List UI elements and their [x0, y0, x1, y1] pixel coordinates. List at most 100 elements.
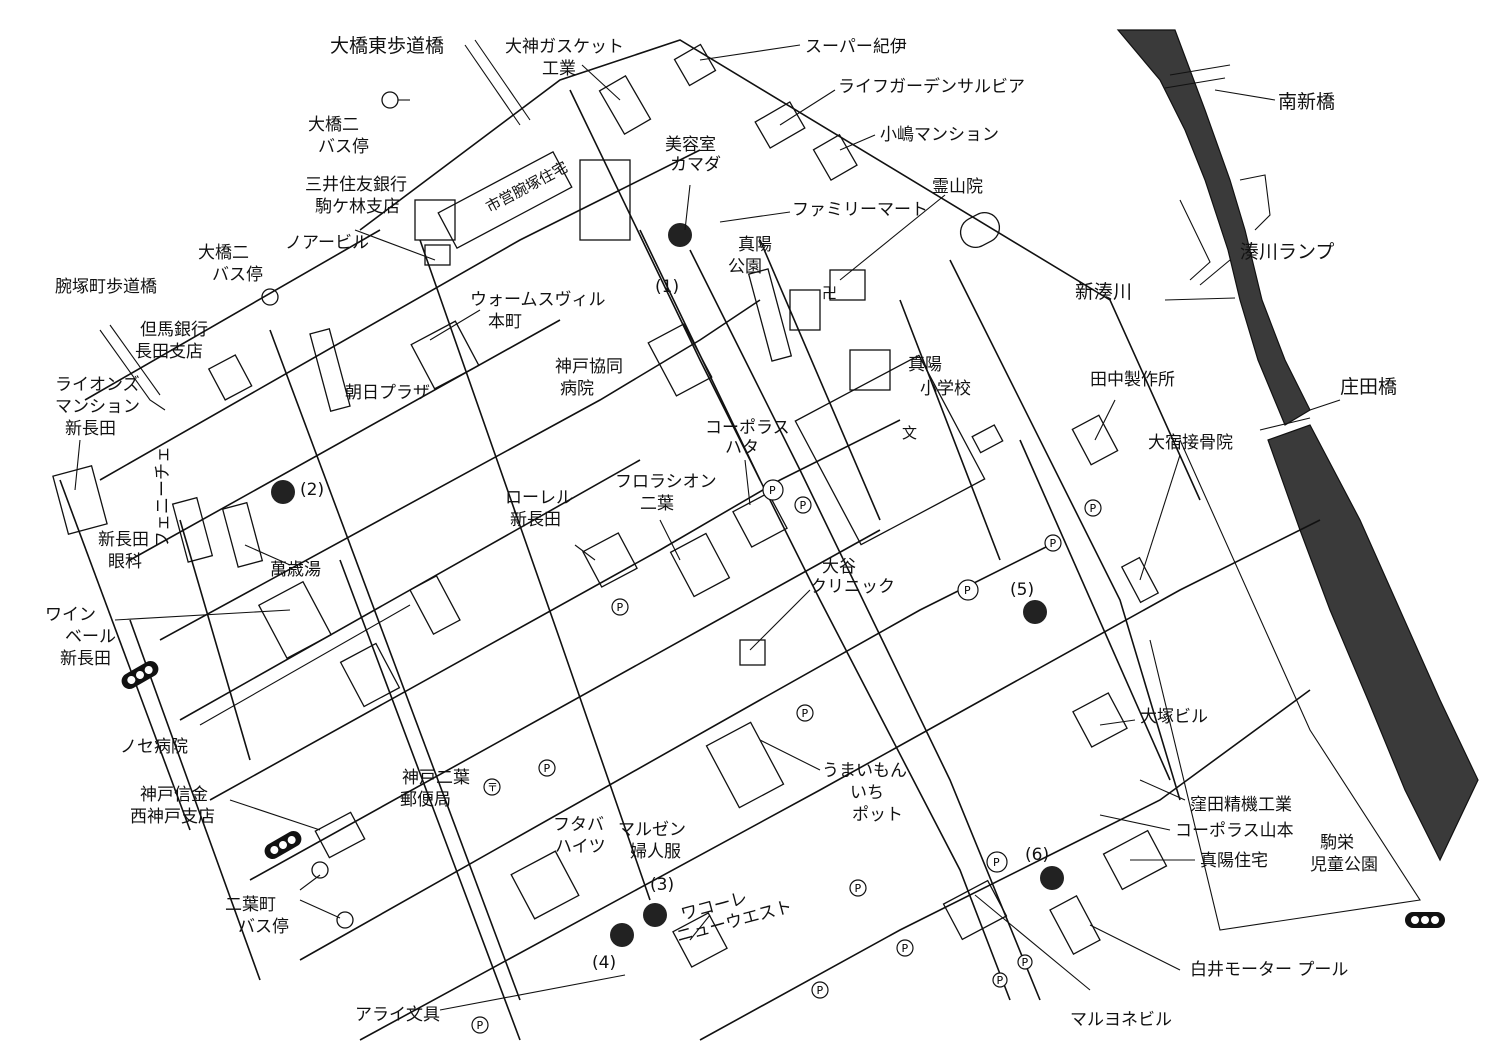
svg-text:P: P [802, 707, 809, 720]
spot-6-label: (6) [1025, 845, 1049, 865]
label-shinnagata-eye: 新長田眼科 [98, 530, 149, 572]
label-kubota-seiki: 窪田精機工業 [1190, 795, 1292, 815]
parking-icon: P [1017, 954, 1033, 970]
label-city-housing: 市営腕塚住宅 [483, 158, 571, 216]
label-ohashi-east-bridge: 大橋東歩道橋 [330, 35, 444, 57]
spot-5-marker [1023, 600, 1047, 624]
road-network [59, 39, 1321, 1041]
bus-stop-icon [336, 911, 354, 929]
label-ia-building: ノアービル [285, 233, 369, 253]
school-icon: 文 [902, 424, 917, 442]
parking-icon: P [957, 579, 979, 601]
parking-icon: P [811, 981, 829, 999]
svg-text:P: P [902, 942, 909, 955]
svg-text:P: P [817, 984, 824, 997]
spot-5-label: (5) [1010, 580, 1034, 600]
spot-3-marker [643, 903, 667, 927]
label-shirai-motor: 白井モーター プール [1190, 960, 1348, 980]
label-laurel: ローレル新長田 [505, 488, 573, 530]
label-familymart: ファミリーマート [792, 200, 928, 220]
parking-icon: P [538, 759, 556, 777]
label-futaba-bus: 二葉町バス停 [225, 895, 289, 937]
parking-icon: P [794, 496, 812, 514]
svg-text:P: P [800, 499, 807, 512]
traffic-light-icons [121, 661, 1445, 928]
parking-icon: P [796, 704, 814, 722]
label-shinyo-school: 真陽小学校 [908, 355, 971, 399]
label-warms-wille: ウォームスヴィル本町 [470, 290, 606, 332]
label-ohashi2-bus-a: 大橋二バス停 [308, 115, 369, 157]
svg-text:P: P [997, 974, 1004, 987]
label-futaba-heights: フタバハイツ [553, 815, 606, 857]
parking-markers: P P P P P P P P P P P P P P P 〒 文 卍 [471, 284, 1102, 1034]
spot-1-label: (1) [655, 277, 679, 297]
label-tanaka-works: 田中製作所 [1090, 370, 1175, 390]
svg-text:P: P [544, 762, 551, 775]
bus-stop-icon [311, 861, 329, 879]
buildings [52, 43, 1168, 968]
svg-text:P: P [1022, 956, 1029, 969]
traffic-light-icon [1405, 912, 1445, 928]
parking-icon: P [986, 851, 1008, 873]
temple-icon: 卍 [822, 284, 837, 302]
label-daishuku-clinic: 大宿接骨院 [1148, 433, 1233, 453]
svg-text:P: P [1090, 502, 1097, 515]
bus-stop-icon [381, 91, 399, 109]
label-shinminato-river: 新湊川 [1075, 281, 1132, 303]
post-office-icon: 〒 [483, 778, 501, 796]
svg-text:P: P [964, 584, 971, 597]
svg-text:P: P [993, 856, 1000, 869]
parking-icon: P [762, 479, 784, 501]
parking-icon: P [1084, 499, 1102, 517]
label-ohashi2-bus-b: 大橋二バス停 [198, 243, 263, 285]
label-super-kii: スーパー紀伊 [805, 37, 907, 57]
label-lions-mansion: ライオンズマンション新長田 [55, 375, 140, 439]
bus-stop-icon [261, 288, 279, 306]
label-kobe-shinkin: 神戸信金西神戸支店 [130, 785, 215, 827]
label-minami-shinbashi: 南新橋 [1278, 91, 1335, 113]
svg-text:P: P [617, 601, 624, 614]
label-asahi-plaza: 朝日プラザ [345, 383, 430, 403]
label-tajima-bank: 但馬銀行長田支店 [135, 320, 208, 362]
parking-icon: P [1044, 534, 1062, 552]
label-corporas-hata: コーポラスハタ [705, 418, 790, 458]
svg-text:P: P [1050, 537, 1057, 550]
label-kobe-futaba-post: 神戸二葉郵便局 [400, 768, 470, 810]
parking-icon: P [611, 598, 629, 616]
traffic-light-icon [264, 831, 302, 859]
label-maruzen: マルゼン婦人服 [618, 820, 686, 862]
label-wacoal: ワコーレニューウエスト [669, 877, 794, 946]
label-mitsui-bank: 三井住友銀行駒ケ林支店 [305, 175, 407, 217]
label-manzai-yu: 萬歳湯 [270, 560, 321, 580]
svg-text:P: P [855, 882, 862, 895]
label-ryozanin: 霊山院 [932, 177, 983, 197]
svg-text:P: P [769, 484, 776, 497]
label-ogami-gasket: 大神ガスケット工業 [505, 37, 624, 79]
traffic-light-icon [121, 661, 159, 689]
label-minatogawa-ramp: 湊川ランプ [1240, 241, 1334, 263]
label-umaimon: うまいもんいちポット [822, 761, 907, 825]
label-shoda-bridge: 庄田橋 [1340, 376, 1397, 398]
label-floracion: フロラシオン二葉 [615, 472, 717, 514]
label-ogura-clinic: 大谷クリニック [810, 557, 895, 597]
svg-text:〒: 〒 [487, 781, 498, 794]
spot-3-label: (3) [650, 875, 674, 895]
label-kobe-kyodo: 神戸協同病院 [555, 357, 623, 399]
spot-2-marker [271, 480, 295, 504]
label-nose-hospital: ノセ病院 [120, 737, 188, 757]
label-arai-bunka: アライ文具 [355, 1005, 440, 1025]
parking-icon: P [992, 972, 1008, 988]
river [1116, 29, 1479, 931]
label-komae-park: 駒栄児童公園 [1310, 833, 1378, 875]
label-shinyo-park: 真陽公園 [728, 235, 772, 277]
label-beauty-kamada: 美容室カマダ [665, 135, 721, 175]
parking-icon: P [896, 939, 914, 957]
label-shinyo-housing: 真陽住宅 [1200, 851, 1268, 871]
leader-lines [74, 44, 1341, 1011]
spot-4-marker [610, 923, 634, 947]
spot-4-label: (4) [592, 953, 616, 973]
label-fenice: フェニーチェ [153, 446, 173, 548]
spot-1-marker [668, 223, 692, 247]
label-kojima-mansion: 小嶋マンション [880, 125, 999, 145]
